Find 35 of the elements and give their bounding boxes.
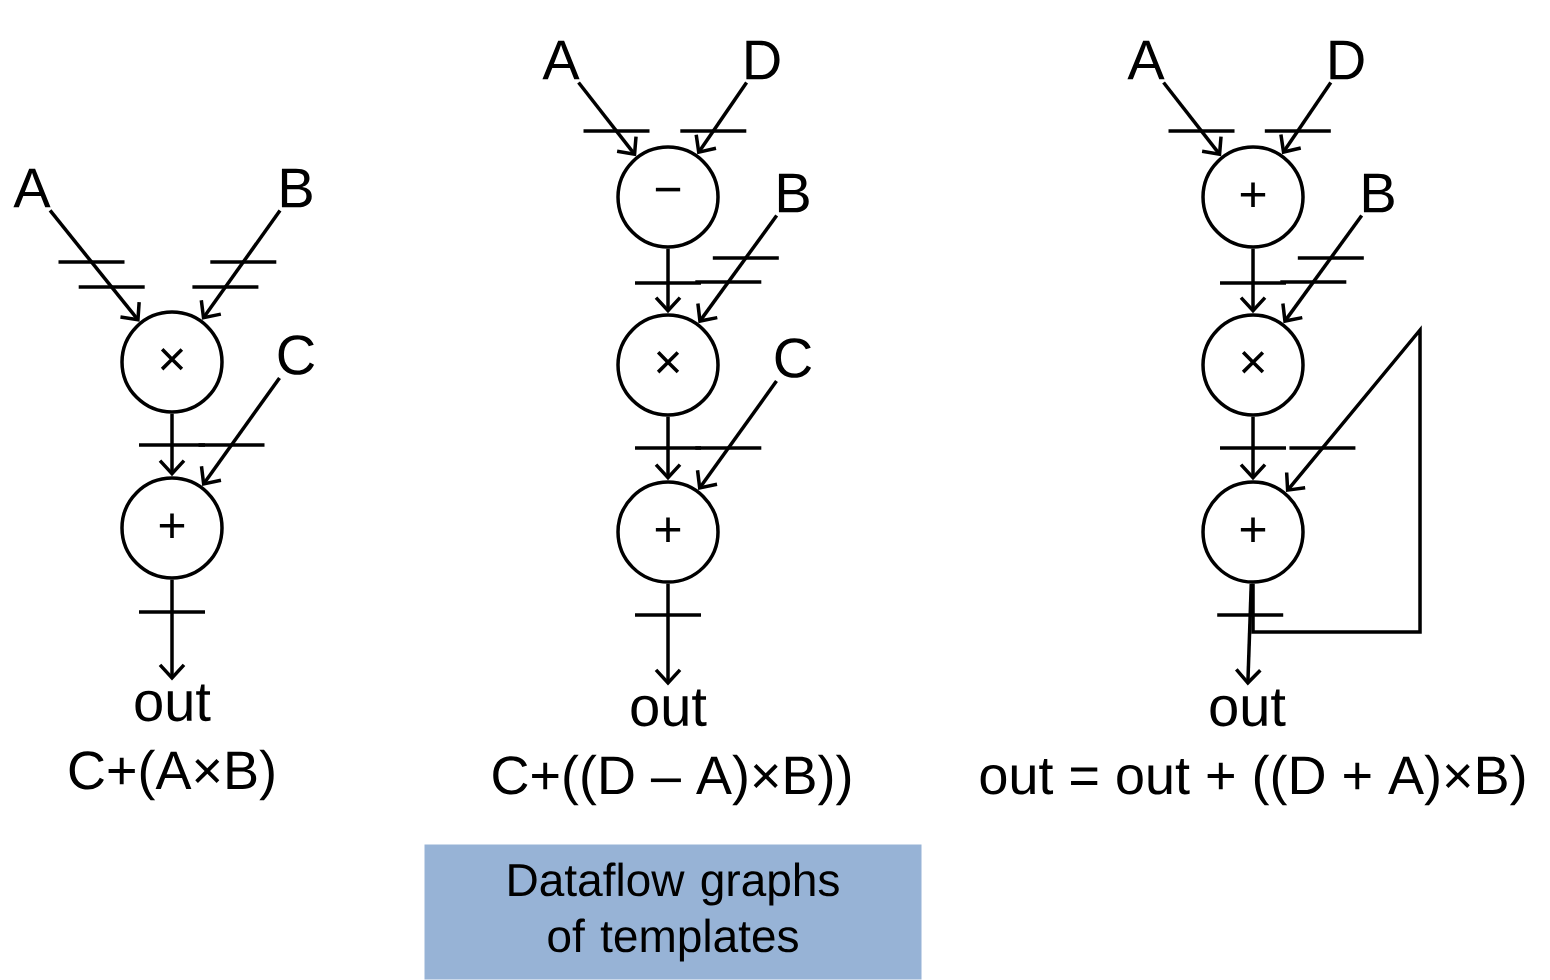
input-label: B xyxy=(1363,173,1394,213)
input-label: A xyxy=(13,168,51,208)
arrow xyxy=(654,416,682,481)
arrow xyxy=(199,209,282,320)
output-label: out xyxy=(631,689,707,727)
feedback-arrow xyxy=(1251,325,1422,634)
arrow xyxy=(1239,416,1267,481)
arrow xyxy=(1281,214,1364,324)
arrow xyxy=(654,248,682,314)
arrow xyxy=(1235,583,1262,686)
arrow xyxy=(48,209,141,322)
arrow xyxy=(1279,81,1333,155)
input-label: A xyxy=(542,40,580,80)
input-label: B xyxy=(778,173,809,213)
arrow xyxy=(695,380,778,490)
input-label: B xyxy=(281,168,312,208)
arrow xyxy=(577,81,638,157)
formula-label: C+(A×B) xyxy=(69,749,274,801)
input-label: D xyxy=(746,40,780,80)
arrow xyxy=(654,583,682,686)
arrow xyxy=(1162,81,1223,157)
arrow xyxy=(199,377,281,486)
input-label: C xyxy=(775,338,812,378)
output-label: out xyxy=(1210,689,1286,727)
input-label: A xyxy=(1127,40,1165,80)
arrow xyxy=(1239,248,1267,314)
arrow xyxy=(158,579,186,681)
input-label: D xyxy=(1330,40,1364,80)
arrow xyxy=(696,214,779,324)
output-label: out xyxy=(135,684,211,722)
input-label: C xyxy=(278,335,315,375)
caption-box: Dataflow graphs of templates xyxy=(424,844,922,980)
arrow xyxy=(694,81,749,155)
formula-label: out = out + ((D + A)×B) xyxy=(980,754,1525,806)
arrow xyxy=(158,413,186,477)
